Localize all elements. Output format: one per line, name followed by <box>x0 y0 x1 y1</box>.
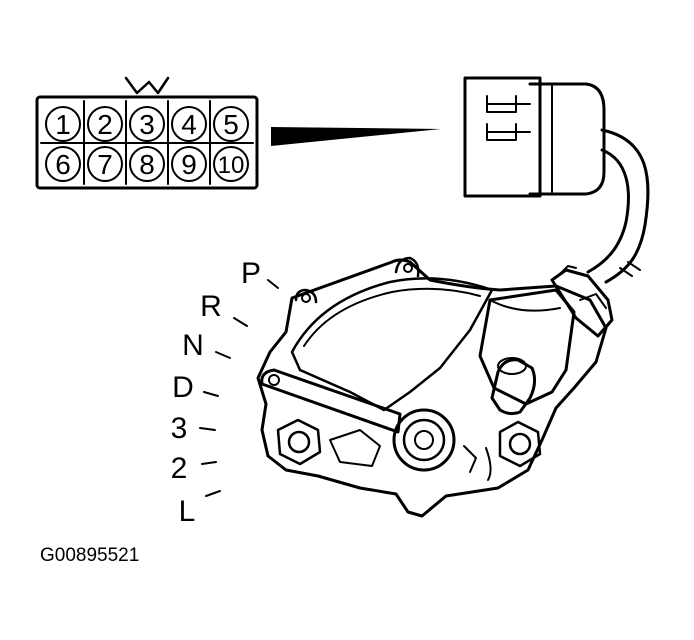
shift-position-labels: P R N D 3 2 L <box>171 257 261 528</box>
pin-label-4: 4 <box>181 109 197 140</box>
pin-label-2: 2 <box>97 109 113 140</box>
position-label-d: D <box>172 371 194 404</box>
position-ticks <box>199 279 279 497</box>
bolt-right <box>498 420 542 468</box>
pin-label-7: 7 <box>97 149 113 180</box>
position-label-p: P <box>241 257 261 290</box>
pin-label-5: 5 <box>223 109 239 140</box>
connector-plug <box>463 76 606 198</box>
pin-label-3: 3 <box>139 109 155 140</box>
pin-label-8: 8 <box>139 149 155 180</box>
figure-code: G00895521 <box>40 545 139 566</box>
connector-grid <box>83 100 211 185</box>
wire-harness <box>586 128 650 284</box>
pin-label-1: 1 <box>55 109 71 140</box>
position-label-n: N <box>182 329 204 362</box>
position-label-r: R <box>200 290 222 323</box>
pointer-arrow <box>271 127 441 146</box>
position-label-3: 3 <box>171 412 188 445</box>
pin-label-6: 6 <box>55 149 71 180</box>
pin-label-10: 10 <box>218 152 245 179</box>
position-label-l: L <box>179 495 196 528</box>
bolt-center <box>392 408 456 472</box>
switch-body <box>256 256 614 518</box>
connector-face: 1 2 3 4 5 6 7 8 9 10 <box>35 76 259 190</box>
position-label-2: 2 <box>171 452 188 485</box>
pin-circles <box>45 106 249 182</box>
pin-label-9: 9 <box>181 149 197 180</box>
bolt-left <box>276 418 322 466</box>
